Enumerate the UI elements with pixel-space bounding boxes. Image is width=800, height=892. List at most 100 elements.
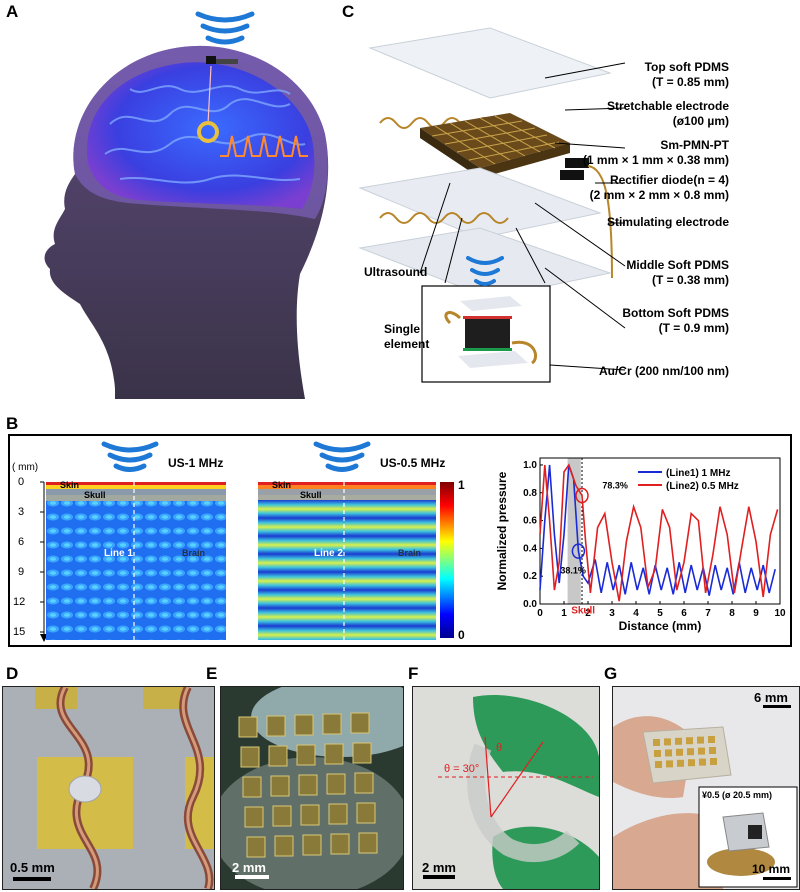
pressure-map-1mhz <box>46 482 226 640</box>
top-pdms-layer <box>368 27 612 99</box>
depth-tick: 12 <box>13 596 26 608</box>
photo-g-device-on-finger <box>612 686 800 890</box>
panel-label-g: G <box>604 664 618 683</box>
map2-title: US-0.5 MHz <box>380 456 446 470</box>
layer-label: Au/Cr (200 nm/100 nm) <box>598 364 729 378</box>
annotation-marker-78 <box>575 487 589 504</box>
panel-label-a: A <box>6 2 19 21</box>
inset-scale-label: 10 mm <box>752 862 791 876</box>
annotation-label: 38.1% <box>560 565 586 575</box>
panel-label-b: B <box>6 414 19 433</box>
layer-label: Top soft PDMS(T = 0.85 mm) <box>644 60 729 89</box>
depth-tick: 6 <box>18 536 25 548</box>
scale-bar <box>423 875 455 879</box>
gloved-finger <box>473 695 599 797</box>
legend-label: (Line2) 0.5 MHz <box>666 481 739 492</box>
x-tick-label: 5 <box>657 608 663 619</box>
skin-label: Skin <box>272 480 292 490</box>
x-tick-label: 8 <box>729 608 735 619</box>
x-tick-label: 7 <box>705 608 711 619</box>
stretchable-electrode-bottom <box>379 212 509 224</box>
photo-f-bent-device <box>412 686 600 890</box>
x-tick-label: 1 <box>561 608 567 619</box>
neural-spike-trace <box>220 135 308 157</box>
layer-label: Stimulating electrode <box>606 215 729 229</box>
x-axis-label: Distance (mm) <box>619 619 702 633</box>
x-tick-label: 6 <box>681 608 687 619</box>
y-tick-label: 0.2 <box>523 571 537 582</box>
annotation-marker-38 <box>571 543 586 559</box>
depth-tick: 9 <box>18 566 25 578</box>
panel-label-f: F <box>408 664 419 683</box>
ultrasound-label: Ultrasound <box>364 265 428 279</box>
piezo-array <box>420 113 570 178</box>
x-tick-label: 2 <box>585 608 591 619</box>
y-tick-label: 0.8 <box>523 488 537 499</box>
depth-tick: 3 <box>18 506 25 518</box>
depth-tick: 15 <box>13 626 26 638</box>
skull-shaded-region <box>567 458 581 604</box>
angle-label: θ = 30° <box>444 763 480 775</box>
series-line2 <box>539 463 779 602</box>
colorbar-max: 1 <box>458 478 465 492</box>
ultrasound-wave-icon <box>313 441 371 472</box>
x-tick-label: 0 <box>537 608 543 619</box>
panel-c-exploded-view <box>358 27 626 383</box>
layer-label: Sm-PMN-PT(1 mm × 1 mm × 0.38 mm) <box>582 138 729 167</box>
annotation-label: 78.3% <box>602 481 628 491</box>
skin-label: Skin <box>60 480 80 490</box>
y-tick-label: 0.4 <box>523 543 537 554</box>
panel-label-d: D <box>6 664 19 683</box>
photo-d-electrode <box>2 686 215 890</box>
y-tick-label: 0.0 <box>523 599 537 610</box>
scale-bar-label: 0.5 mm <box>10 860 55 875</box>
y-axis-label: Normalized pressure <box>495 471 509 590</box>
layer-label: Bottom Soft PDMS(T = 0.9 mm) <box>622 306 729 335</box>
inset-caption: ¥0.5 (ø 20.5 mm) <box>702 790 773 800</box>
layer-label: Middle Soft PDMS(T = 0.38 mm) <box>626 258 729 287</box>
x-tick-label: 9 <box>753 608 759 619</box>
skull-label: Skull <box>300 490 322 500</box>
theta-label: θ <box>496 742 503 754</box>
panel-label-e: E <box>206 664 218 683</box>
scale-bar <box>235 875 269 879</box>
ultrasound-wave-icon <box>195 11 255 45</box>
rectifier-diode <box>560 170 584 180</box>
scale-bar-label: 2 mm <box>232 860 266 875</box>
depth-unit-label: ( mm) <box>12 462 39 473</box>
line2-label: Line 2 <box>314 548 343 559</box>
ultrasound-wave-icon <box>101 441 159 472</box>
piezo-element-grid <box>238 712 378 858</box>
panel-label-c: C <box>342 2 355 21</box>
x-tick-label: 10 <box>774 608 786 619</box>
y-tick-label: 0.6 <box>523 516 537 527</box>
implant-device <box>206 56 216 64</box>
y-tick-label: 1.0 <box>523 460 537 471</box>
colorbar-min: 0 <box>458 628 465 642</box>
single-piezo-element <box>465 318 510 348</box>
stimulation-target <box>197 121 219 143</box>
coin <box>707 848 775 876</box>
layer-label: Rectifier diode(n = 4)(2 mm × 2 mm × 0.8… <box>589 173 729 202</box>
ultrasound-wave-icon <box>466 256 504 286</box>
legend-label: (Line1) 1 MHz <box>666 468 730 479</box>
x-tick-label: 4 <box>633 608 639 619</box>
scale-bar-label: 6 mm <box>754 690 788 705</box>
brain-label: Brain <box>398 548 422 558</box>
skull-label: Skull <box>84 490 106 500</box>
photo-e-array <box>220 686 404 890</box>
x-tick-label: 3 <box>609 608 615 619</box>
solder-joint <box>68 775 102 803</box>
layer-label: Stretchable electrode(ø100 µm) <box>606 99 729 128</box>
pressure-map-0-5mhz <box>258 482 436 640</box>
brain-label: Brain <box>182 548 206 558</box>
scale-bar-label: 2 mm <box>422 860 456 875</box>
annotation-label: Skull <box>571 606 595 617</box>
line1-label: Line 1 <box>104 548 133 559</box>
scale-bar <box>763 705 791 708</box>
colorbar <box>440 482 454 638</box>
panel-a-head-illustration <box>44 11 329 400</box>
map1-title: US-1 MHz <box>168 456 224 470</box>
